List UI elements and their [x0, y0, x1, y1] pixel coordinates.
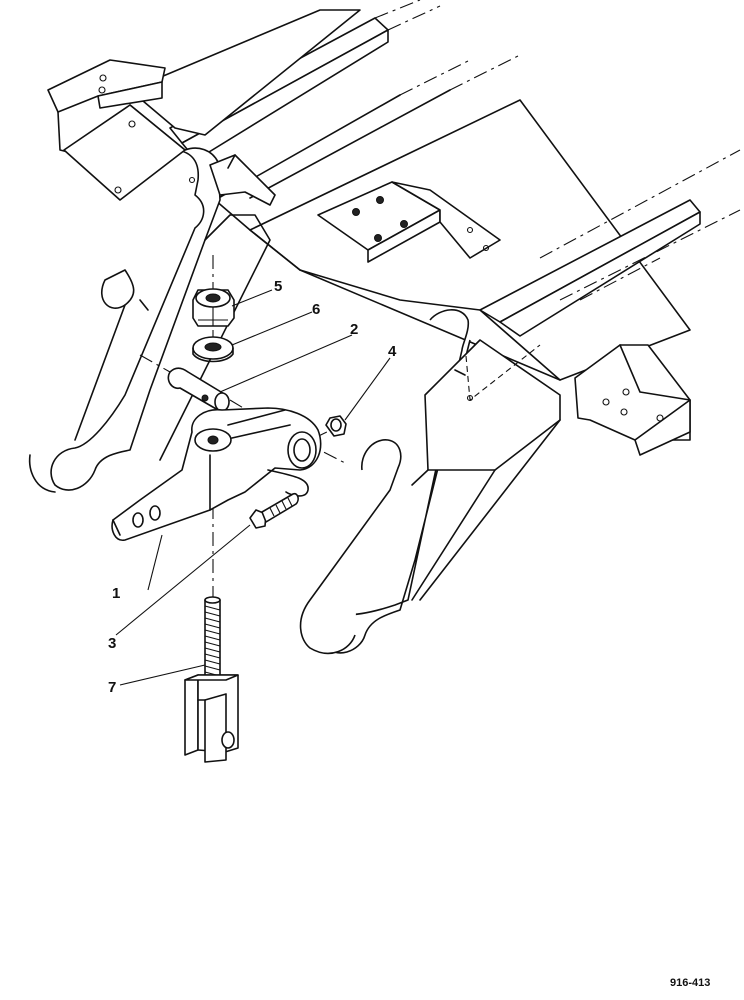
lock-nut [192, 288, 235, 327]
figure-code: 916-413 [670, 977, 710, 989]
callout-7: 7 [108, 679, 116, 696]
callout-6: 6 [312, 301, 320, 318]
gusset-bracket [209, 154, 276, 206]
hex-nut [325, 415, 347, 437]
right-hook-arm [299, 309, 561, 654]
callout-3: 3 [108, 635, 116, 652]
cross-beam [129, 0, 741, 381]
bolt [249, 492, 299, 529]
callout-2: 2 [350, 321, 358, 338]
left-hook-arm [28, 104, 271, 493]
flat-washer [192, 336, 234, 363]
callout-1: 1 [112, 585, 120, 602]
callout-5: 5 [274, 278, 282, 295]
right-end-bracket [574, 344, 691, 456]
callout-4: 4 [388, 343, 397, 360]
lever-arm [111, 407, 322, 541]
pin [167, 367, 230, 412]
threaded-clevis [184, 596, 239, 763]
leader-lines [115, 289, 391, 686]
